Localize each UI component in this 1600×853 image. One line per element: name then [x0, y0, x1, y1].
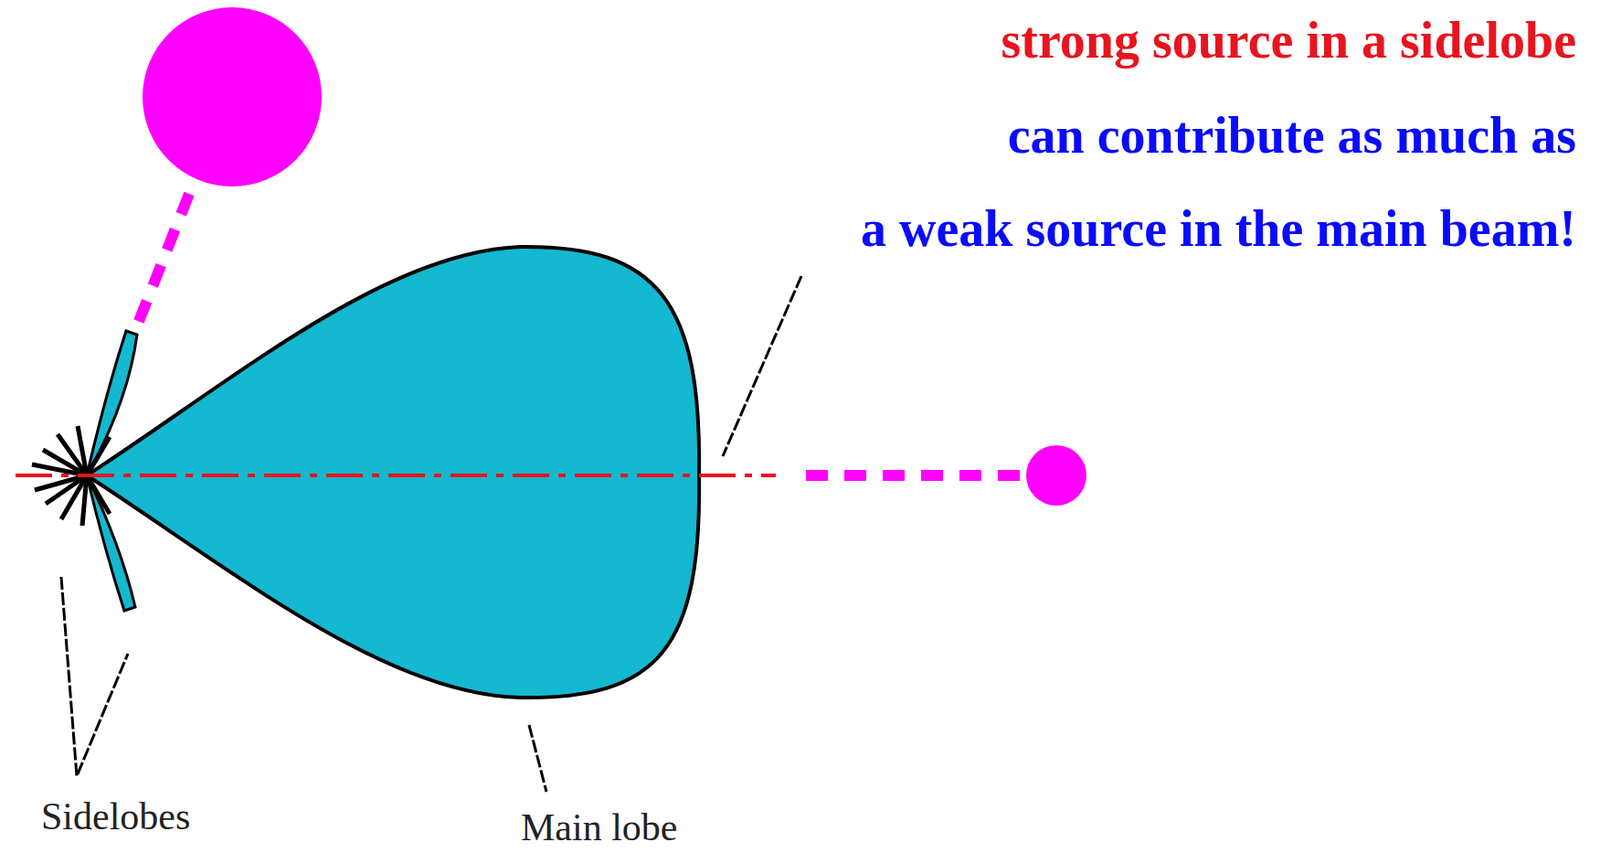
weak-source [1026, 445, 1087, 506]
part-label: Sidelobes [41, 794, 191, 838]
sidelobe [86, 475, 136, 611]
sidelobe [86, 330, 138, 476]
note-text: a weak source in the main beam! [860, 201, 1577, 258]
note-text: strong source in a sidelobe [1000, 12, 1577, 70]
sidelobe-ray [132, 193, 190, 338]
strong-source [142, 7, 322, 187]
main-lobe [86, 246, 700, 698]
note-text: can contribute as much as [1007, 107, 1577, 165]
part-label: Main lobe [520, 805, 678, 848]
leader-lines [61, 275, 802, 792]
main-beam-ray [805, 469, 1021, 481]
beam-axis [15, 473, 776, 477]
